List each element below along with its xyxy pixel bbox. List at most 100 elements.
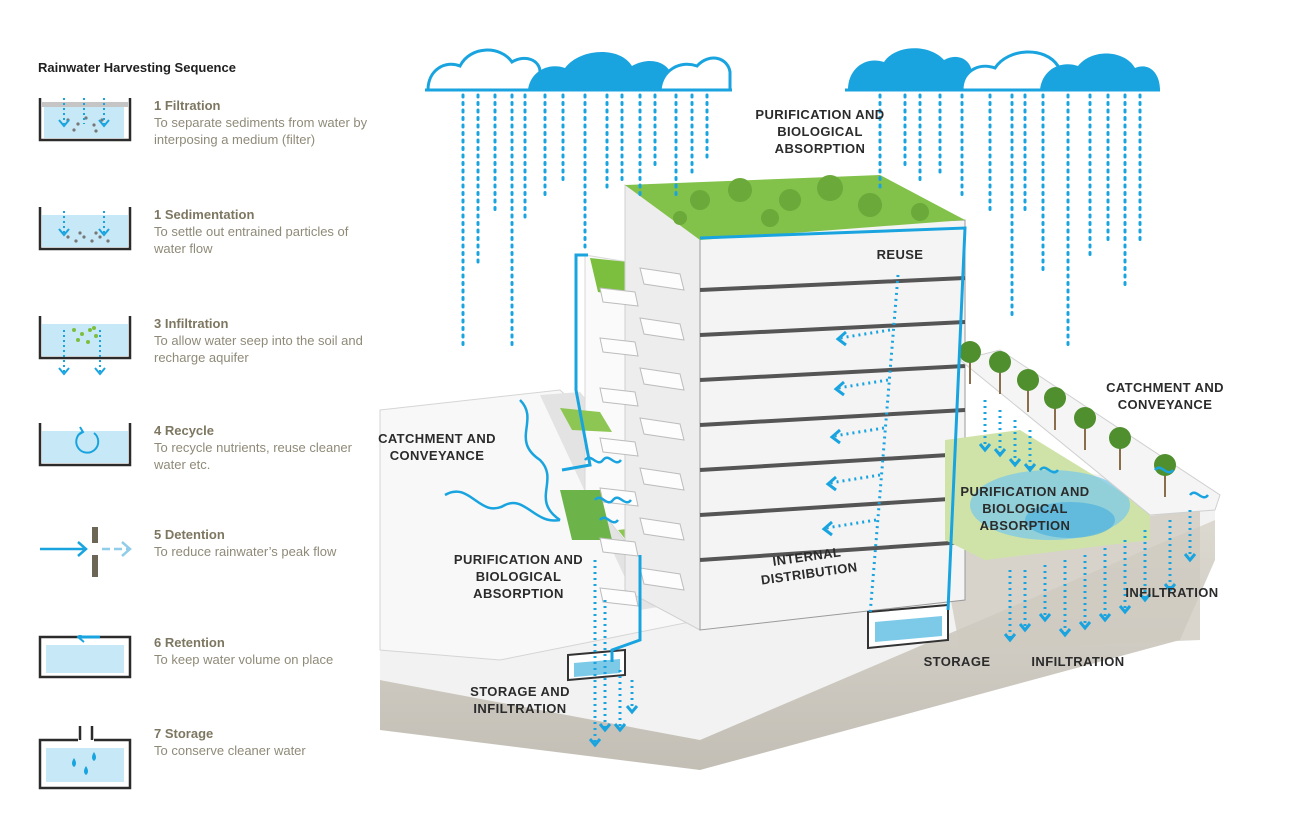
tree-row xyxy=(959,341,1176,497)
label-infiltration-right: INFILTRATION xyxy=(1125,585,1219,600)
arrow-head xyxy=(833,380,845,397)
balcony xyxy=(639,267,685,291)
label-reuse: REUSE xyxy=(876,247,924,262)
arrow-head xyxy=(613,723,627,733)
balcony xyxy=(599,287,639,307)
label-catchment-left: CATCHMENT AND CONVEYANCE xyxy=(378,431,496,463)
floor-slab xyxy=(699,408,966,427)
balcony xyxy=(639,367,685,391)
floor-slab xyxy=(699,496,966,517)
step-description: To settle out entrained particles of wat… xyxy=(154,224,349,256)
cloud-left xyxy=(425,48,732,92)
arrow-head xyxy=(1078,621,1092,631)
step-description: To conserve cleaner water xyxy=(154,743,306,758)
detention-icon xyxy=(40,527,132,577)
label-purification-left: PURIFICATION AND BIOLOGICAL ABSORPTION xyxy=(453,552,584,601)
tree-crown xyxy=(959,341,981,363)
step-title: 4 Recycle xyxy=(154,423,214,438)
balcony xyxy=(639,417,685,441)
arrow-head xyxy=(993,448,1007,458)
floor-slab xyxy=(699,276,966,292)
distribution-arrow xyxy=(839,328,891,340)
arrow-head xyxy=(825,475,837,492)
cloud-right xyxy=(845,48,1160,92)
label-purification-right: PURIFICATION AND BIOLOGICAL ABSORPTION xyxy=(960,484,1090,533)
label-purification-top: PURIFICATION AND BIOLOGICAL ABSORPTION xyxy=(755,107,885,156)
recycle-icon xyxy=(38,423,132,467)
step-description: To separate sediments from water by inte… xyxy=(154,115,368,147)
label-infiltration-bottom: INFILTRATION xyxy=(1031,654,1125,669)
rain-drops xyxy=(461,93,1142,352)
tower-balconies xyxy=(599,267,685,607)
arrow-head xyxy=(821,520,833,537)
infiltration-arrows xyxy=(588,400,1197,748)
label-catchment-right: CATCHMENT AND CONVEYANCE xyxy=(1106,380,1224,412)
balcony xyxy=(599,337,639,357)
tree-crown xyxy=(1109,427,1131,449)
arrow-head xyxy=(1163,583,1177,593)
tower-side xyxy=(624,184,701,631)
legend-step-storage: 7 Storage To conserve cleaner water xyxy=(38,726,358,806)
step-title: 6 Retention xyxy=(154,635,225,650)
sedimentation-icon xyxy=(38,207,132,251)
balcony xyxy=(639,567,685,591)
right-raised-edge xyxy=(958,349,1221,516)
distribution-arrow xyxy=(833,426,885,438)
distribution-arrow xyxy=(837,378,889,390)
runoff-waves xyxy=(444,399,1209,524)
tree-crown xyxy=(1154,454,1176,476)
balcony xyxy=(599,587,639,607)
tree-crown xyxy=(1044,387,1066,409)
balcony xyxy=(599,387,639,407)
floor-slab xyxy=(699,364,966,382)
arrow-head xyxy=(598,723,612,733)
balcony xyxy=(639,317,685,341)
retention-icon xyxy=(38,635,132,679)
step-description: To allow water seep into the soil and re… xyxy=(154,333,363,365)
arrow-head xyxy=(835,330,847,347)
legend-step-retention: 6 Retention To keep water volume on plac… xyxy=(38,635,358,715)
left-wing-garden-2 xyxy=(560,490,612,540)
floor-slab xyxy=(699,320,966,337)
arrow-head xyxy=(1018,623,1032,633)
step-description: To keep water volume on place xyxy=(154,652,334,667)
arrow-head xyxy=(1098,613,1112,623)
filtration-icon xyxy=(38,98,132,142)
arrow-head xyxy=(1183,553,1197,563)
arrow-head xyxy=(978,443,992,453)
infiltration-icon xyxy=(38,316,132,376)
arrow-head xyxy=(1138,593,1152,603)
arrow-head xyxy=(1038,613,1052,623)
arrow-head xyxy=(1023,463,1037,473)
left-wing-garden-1 xyxy=(560,408,612,432)
storage-tank-right xyxy=(867,603,949,650)
tree-crown xyxy=(989,351,1011,373)
storage-icon xyxy=(38,726,132,790)
label-storage-infiltration: STORAGE AND INFILTRATION xyxy=(470,684,570,716)
conveyance-pipes xyxy=(561,226,967,662)
step-title: 3 Infiltration xyxy=(154,316,229,331)
tree-crown xyxy=(1074,407,1096,429)
balcony xyxy=(639,467,685,491)
floor-slab xyxy=(699,540,966,562)
tower-floor-slabs xyxy=(699,276,966,562)
step-title: 7 Storage xyxy=(154,726,214,741)
distribution-arrow xyxy=(825,518,877,530)
arrow-head xyxy=(588,738,602,748)
internal-distribution-arrows xyxy=(821,274,900,616)
legend-step-sedimentation: 1 Sedimentation To settle out entrained … xyxy=(38,207,358,287)
arrow-head xyxy=(1008,458,1022,468)
step-title: 1 Sedimentation xyxy=(154,207,255,222)
balcony xyxy=(599,437,639,457)
label-storage: STORAGE xyxy=(923,654,991,669)
step-description: To recycle nutrients, reuse cleaner wate… xyxy=(154,440,352,472)
floor-slab xyxy=(699,452,966,472)
balcony xyxy=(639,517,685,541)
legend-step-infiltration: 3 Infiltration To allow water seep into … xyxy=(38,316,363,396)
balcony xyxy=(599,537,639,557)
legend-step-filtration: 1 Filtration To separate sediments from … xyxy=(38,98,367,178)
arrow-head xyxy=(1118,605,1132,615)
roof-trees xyxy=(673,175,929,227)
legend-step-detention: 5 Detention To reduce rainwater’s peak f… xyxy=(38,527,358,607)
step-title: 5 Detention xyxy=(154,527,225,542)
